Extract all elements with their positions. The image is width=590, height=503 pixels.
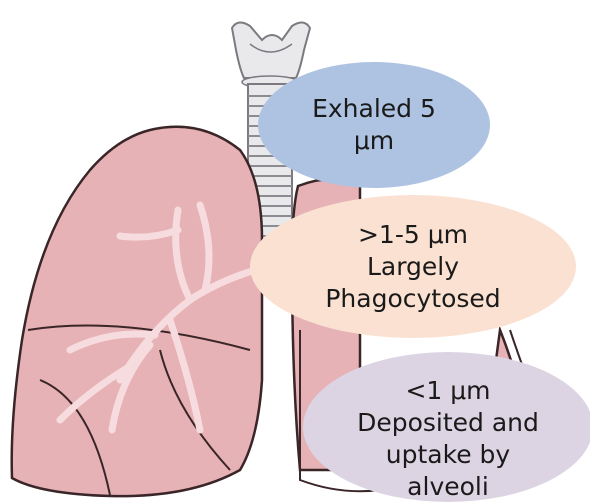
bubble-alveoli: <1 μm Deposited and uptake by alveoli	[303, 352, 590, 502]
left-lung	[12, 127, 262, 496]
bubble-exhaled-label: Exhaled 5 μm	[312, 93, 436, 157]
bubble-exhaled: Exhaled 5 μm	[258, 62, 490, 188]
bubble-phagocytosed: >1-5 μm Largely Phagocytosed	[250, 195, 576, 338]
bubble-phagocytosed-label: >1-5 μm Largely Phagocytosed	[325, 219, 500, 315]
bubble-alveoli-label: <1 μm Deposited and uptake by alveoli	[357, 375, 539, 503]
